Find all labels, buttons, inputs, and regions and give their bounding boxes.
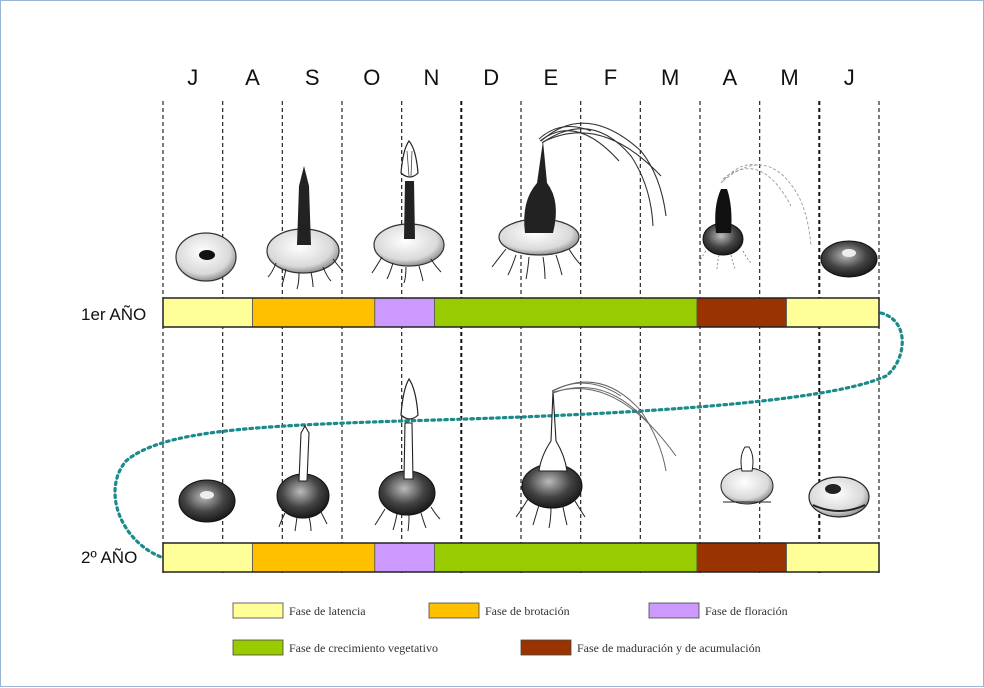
corm-vegetative-illustration	[516, 382, 676, 528]
month-dividers	[163, 101, 879, 573]
corm-dormant-illustration	[179, 480, 235, 522]
month-label: J	[844, 65, 855, 90]
phase-segment-vegetativo	[435, 543, 698, 572]
corm-dormant-illustration	[176, 233, 236, 281]
corm-maturation-illustration	[721, 447, 773, 504]
month-label: M	[780, 65, 798, 90]
legend-swatch-maduracion	[521, 640, 571, 655]
legend-label-floracion: Fase de floración	[705, 604, 788, 618]
legend-label-maduracion: Fase de maduración y de acumulación	[577, 641, 761, 655]
month-label: S	[305, 65, 320, 90]
cycle-connector-line	[115, 313, 902, 557]
phase-segment-vegetativo	[435, 298, 698, 327]
phase-segment-brotacion	[253, 543, 375, 572]
month-label: A	[245, 65, 260, 90]
corm-sprouting-illustration	[267, 166, 343, 289]
month-label: F	[604, 65, 617, 90]
phase-segment-latencia	[163, 543, 253, 572]
corm-sprouting-illustration	[277, 426, 329, 531]
corm-flowering-illustration	[375, 379, 440, 531]
month-label: O	[363, 65, 380, 90]
month-label: N	[424, 65, 440, 90]
phase-segment-floracion	[375, 543, 435, 572]
year-1-label: 1er AÑO	[81, 305, 146, 324]
legend-label-latencia: Fase de latencia	[289, 604, 366, 618]
month-label: M	[661, 65, 679, 90]
phase-bar-year-1	[163, 298, 879, 327]
corm-dormant-dark-illustration	[821, 241, 877, 277]
legend-label-brotacion: Fase de brotación	[485, 604, 570, 618]
month-label: E	[543, 65, 558, 90]
year-2-label: 2º AÑO	[81, 548, 137, 567]
phase-segment-latencia	[163, 298, 253, 327]
month-label: A	[722, 65, 737, 90]
phase-segment-latencia	[787, 543, 880, 572]
phase-segment-maduracion	[697, 543, 787, 572]
corm-dormant-illustration	[809, 477, 869, 517]
phase-segment-latencia	[787, 298, 880, 327]
legend-swatch-latencia	[233, 603, 283, 618]
month-label: J	[187, 65, 198, 90]
legend-swatch-floracion	[649, 603, 699, 618]
plant-illustrations-year-1	[176, 123, 877, 289]
legend-swatch-brotacion	[429, 603, 479, 618]
legend-label-vegetativo: Fase de crecimiento vegetativo	[289, 641, 438, 655]
month-label: D	[483, 65, 499, 90]
legend-swatch-vegetativo	[233, 640, 283, 655]
corm-maturation-illustration	[698, 164, 811, 269]
phase-segment-brotacion	[253, 298, 375, 327]
phase-segment-maduracion	[697, 298, 787, 327]
corm-flowering-illustration	[372, 141, 444, 283]
phase-bar-year-2	[163, 543, 879, 572]
phase-segment-floracion	[375, 298, 435, 327]
